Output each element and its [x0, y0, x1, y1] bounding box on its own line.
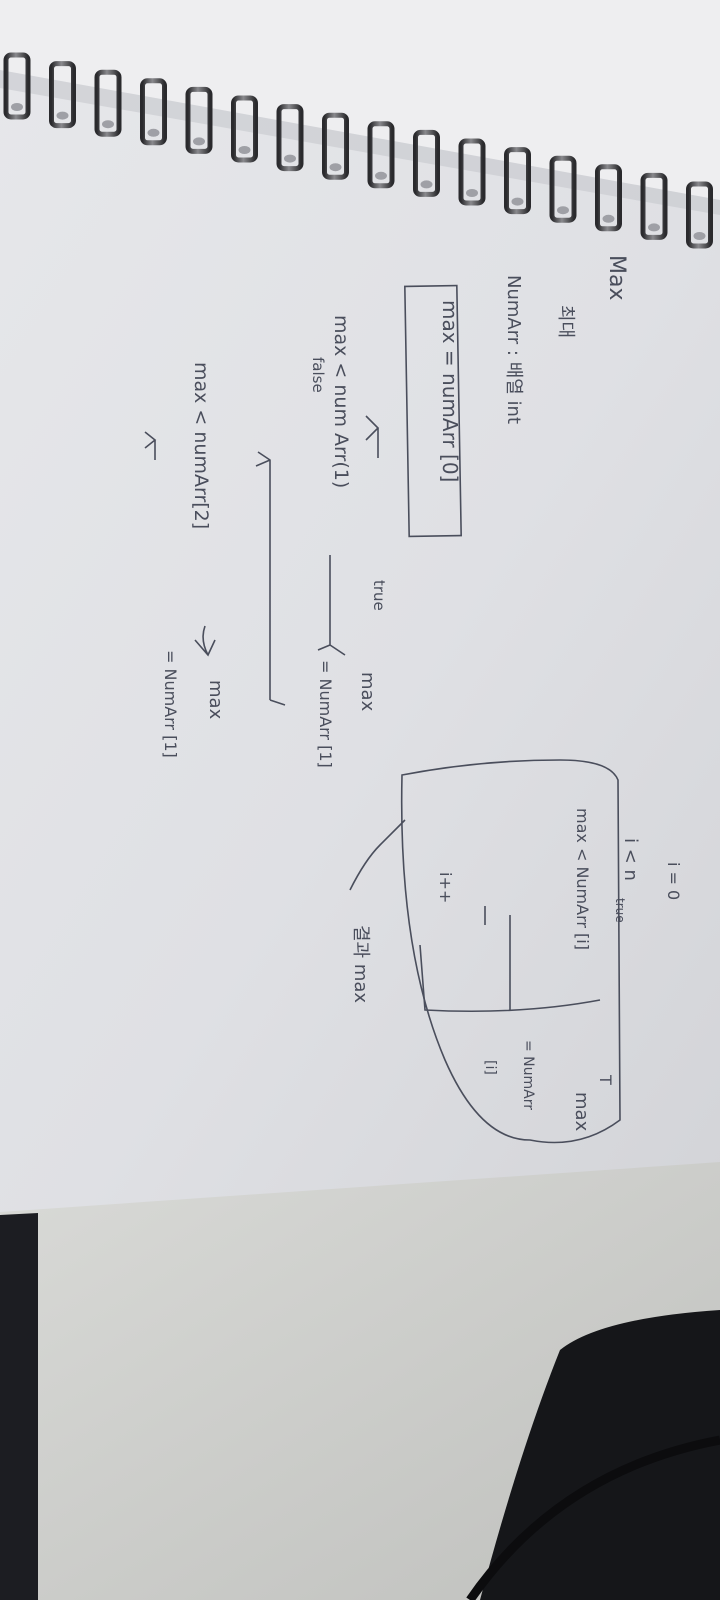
note-loop-incr: i++ — [436, 872, 455, 903]
spiral-ring — [549, 155, 577, 223]
note-loop-cond: i < n — [620, 838, 641, 881]
spiral-hole — [238, 146, 251, 154]
arrow-cond2 — [194, 625, 216, 657]
spiral-ring — [140, 78, 167, 146]
spiral-ring — [367, 121, 395, 189]
spiral-hole — [284, 154, 296, 163]
spiral-hole — [511, 197, 524, 206]
note-cond-1: max < num Arr(1) — [330, 315, 352, 488]
arrow-down-2 — [144, 431, 157, 460]
spiral-hole — [56, 111, 69, 120]
note-assign-2b: = NumArr [1] — [161, 650, 180, 758]
note-loop-assign-b: = NumArr — [520, 1040, 536, 1110]
notebook-page — [0, 70, 720, 1212]
arrow-false-loop — [255, 451, 286, 706]
spiral-ring — [94, 69, 122, 137]
spiral-ring — [595, 164, 622, 232]
note-loop-assign-a: max — [571, 1092, 592, 1132]
note-title: Max — [604, 255, 629, 300]
result-connector — [349, 819, 406, 891]
spiral-hole — [329, 163, 342, 172]
note-label-true: true — [370, 580, 388, 611]
spiral-binding — [3, 52, 713, 249]
note-loop-true: true — [613, 898, 627, 923]
spiral-ring — [686, 181, 713, 249]
spiral-ring — [3, 52, 31, 120]
spiral-hole — [193, 137, 205, 146]
page-shadow — [0, 70, 720, 215]
note-assign-1b: = NumArr [1] — [316, 660, 335, 768]
note-loop-T: T — [596, 1074, 615, 1085]
desk-dark-edge — [0, 1213, 38, 1600]
spiral-ring — [458, 138, 486, 206]
handwritten-flowchart: Max 최대 NumArr : 배열 int max = numArr [0] … — [144, 255, 683, 1144]
spiral-hole — [11, 103, 23, 111]
spiral-hole — [375, 171, 387, 180]
note-subtitle: 최대 — [555, 305, 576, 338]
note-assign-2a: max — [205, 680, 226, 720]
spiral-hole — [102, 120, 114, 129]
note-init-box: max = numArr [0] — [438, 300, 462, 482]
spiral-hole — [602, 214, 615, 223]
arrow-true — [317, 555, 346, 656]
spiral-hole — [557, 206, 569, 215]
note-result: 결과 max — [350, 925, 371, 1003]
spiral-ring — [640, 172, 668, 240]
init-box — [404, 284, 462, 538]
spiral-ring — [276, 104, 304, 172]
loop-back-arrow — [419, 944, 601, 1013]
note-loop-init: i = 0 — [664, 862, 683, 900]
note-loop-assign-c: [i] — [482, 1060, 498, 1075]
note-loop-body-cond: max < NumArr [i] — [573, 808, 592, 950]
spiral-hole — [693, 232, 706, 240]
spiral-ring — [185, 86, 213, 154]
loop-box — [400, 759, 621, 1144]
spiral-hole — [147, 128, 160, 137]
spiral-hole — [466, 189, 478, 197]
note-cond-2: max < numArr[2] — [190, 362, 212, 529]
note-assign-1a: max — [357, 672, 378, 712]
spiral-ring — [49, 61, 76, 129]
spiral-ring — [231, 95, 258, 163]
spiral-ring — [504, 147, 531, 215]
spiral-ring — [322, 112, 349, 180]
note-label-false: false — [309, 357, 327, 393]
loop-inner-arrow — [484, 906, 511, 1010]
spiral-hole — [420, 180, 433, 189]
arrow-box-to-cond — [365, 415, 380, 458]
ink-lines — [144, 284, 621, 1144]
cable — [466, 1435, 720, 1600]
spiral-hole — [648, 223, 660, 232]
spiral-ring — [413, 129, 440, 197]
note-decl: NumArr : 배열 int — [503, 275, 524, 424]
